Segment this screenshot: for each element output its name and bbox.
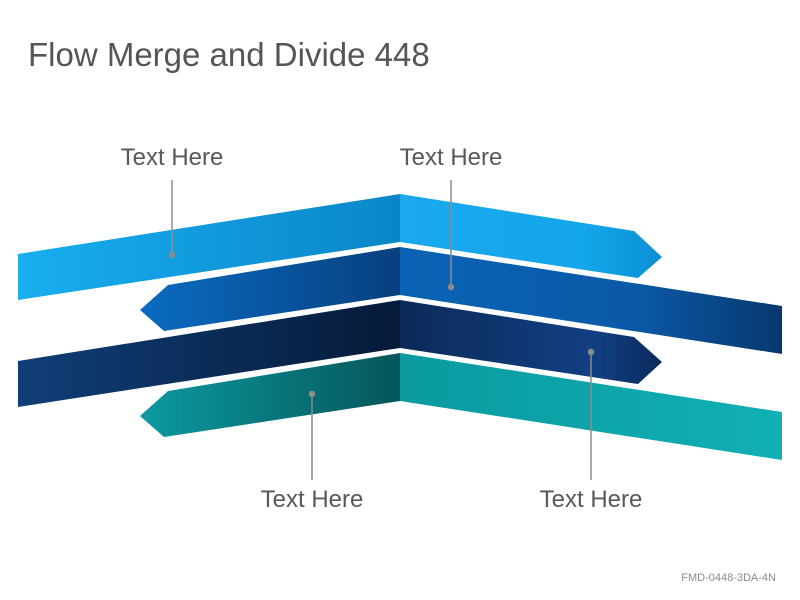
label-bottom-left: Text Here <box>260 486 364 513</box>
flow-band-2 <box>140 247 782 354</box>
label-top-right: Text Here <box>399 144 503 171</box>
flow-band-1-left <box>18 194 400 300</box>
leader-top-left <box>168 180 176 259</box>
page-title: Flow Merge and Divide 448 <box>28 36 430 73</box>
label-top-left: Text Here <box>120 144 224 171</box>
flow-band-3 <box>18 300 662 407</box>
footer-code: FMD-0448-3DA-4N <box>681 572 776 584</box>
flow-band-2-right <box>400 247 782 354</box>
label-bottom-right: Text Here <box>539 486 643 513</box>
flow-band-4-left <box>140 353 400 437</box>
leader-bottom-left <box>308 390 316 480</box>
flow-band-2-left <box>140 247 400 331</box>
leader-bottom-right <box>587 348 595 480</box>
flow-band-1-right <box>400 194 662 278</box>
flow-band-3-left <box>18 300 400 407</box>
flow-band-1 <box>18 194 662 300</box>
leader-top-right <box>447 180 455 291</box>
flow-band-3-right <box>400 300 662 384</box>
